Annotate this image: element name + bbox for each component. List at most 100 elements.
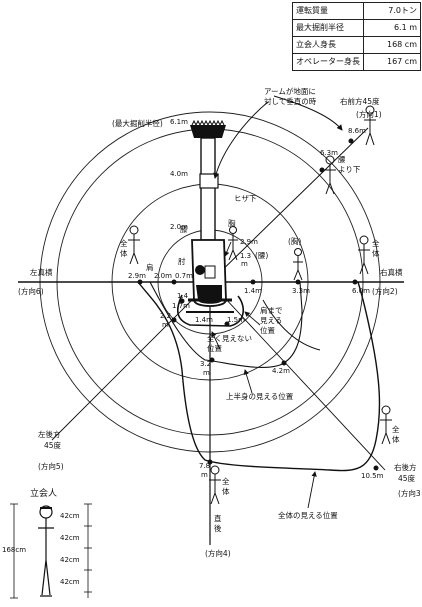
axis-right-rear xyxy=(209,281,386,471)
label-knee-down: ヒザ下 xyxy=(234,194,257,203)
point-63 xyxy=(319,167,325,173)
worker-icon xyxy=(293,248,303,281)
point-86 xyxy=(348,138,354,144)
worker-icon xyxy=(380,405,392,445)
point-29 xyxy=(137,279,143,285)
dist-3.2: 3.2 xyxy=(200,360,211,368)
axis-right-front xyxy=(209,127,369,283)
label-not-visible-1: 全く見えない xyxy=(207,333,252,343)
dist-2.0: 2.0m xyxy=(170,223,188,231)
point-33 xyxy=(295,279,301,285)
text-labels: (最大掘削半径) アームが地面に 対して垂直の時 右前方45度 (方向1) ヒザ… xyxy=(2,86,421,586)
label-seg-2: 42cm xyxy=(60,534,80,542)
point-105 xyxy=(373,465,379,471)
label-dir2: (方向2) xyxy=(372,286,398,296)
label-shoulder-vis-1: 肩まで xyxy=(260,305,283,315)
arrow-upper-body xyxy=(243,369,253,394)
worker-figures xyxy=(128,105,392,505)
dist-4.0: 4.0m xyxy=(170,170,188,178)
dist-4.2: 4.2m xyxy=(272,367,290,375)
label-full-c2: 体 xyxy=(392,434,400,444)
label-not-visible-2: 位置 xyxy=(207,343,222,353)
label-arm-note-2: 対して垂直の時 xyxy=(264,96,317,106)
label-straight-back-1: 直 xyxy=(214,513,222,523)
label-dir1: (方向1) xyxy=(356,109,382,119)
label-full-b2: 体 xyxy=(372,248,380,258)
spec-table: 運転質量 7.0トン 最大掘削半径 6.1 m 立会人身長 168 cm オペレ… xyxy=(292,2,421,71)
dist-3.2-m: m xyxy=(203,369,210,377)
arrow-shoulder xyxy=(244,311,261,326)
label-full-a2: 体 xyxy=(120,248,128,258)
label-full-d2: 体 xyxy=(222,486,230,496)
dist-10.5: 10.5m xyxy=(361,472,384,480)
label-upper-body: 上半身の見える位置 xyxy=(226,391,294,401)
upper-body-boundary xyxy=(149,281,303,368)
worker-icon xyxy=(209,465,221,505)
label-shoulder: 肩 xyxy=(146,262,154,272)
dist-m: m xyxy=(241,260,248,268)
arrow-whole-body xyxy=(307,471,317,509)
spec-row: オペレーター身長 167 cm xyxy=(292,53,421,71)
dist-6.3: 6.3m xyxy=(320,149,338,157)
label-dir5: (方向5) xyxy=(38,461,64,471)
arrow-not-visible xyxy=(211,331,221,350)
worker-icon xyxy=(364,105,376,146)
range-arc-outer xyxy=(39,111,381,283)
label-dir6: (方向6) xyxy=(18,286,44,296)
dist-2.9-chest: 2.9m xyxy=(240,238,258,246)
dist-1.5: 1.5m xyxy=(227,316,245,324)
whole-body-boundary xyxy=(137,281,381,472)
label-witness: 立会人 xyxy=(30,487,57,499)
dist-1.4-right: 1.4m xyxy=(244,287,262,295)
spec-row: 運転質量 7.0トン xyxy=(292,2,421,20)
label-chest: 胸 xyxy=(228,218,236,228)
dist-0.7: 0.7m xyxy=(175,272,193,280)
arrow-arm-vertical xyxy=(273,95,343,131)
label-height-168: 168cm xyxy=(2,546,26,554)
arrow-elbow xyxy=(224,241,232,257)
arm xyxy=(200,137,216,241)
label-waist-paren: (腰) xyxy=(255,251,268,260)
excavator xyxy=(186,119,234,313)
label-straight-back-2: 後 xyxy=(214,523,222,533)
label-elbow: 肘 xyxy=(178,257,186,266)
label-right-front-45: 右前方45度 xyxy=(340,96,380,106)
dist-1.3: 1.3 xyxy=(240,252,251,260)
witness-scale xyxy=(10,503,92,599)
label-full-b1: 全 xyxy=(372,238,380,248)
axis-left-rear xyxy=(51,281,211,441)
point-60 xyxy=(352,279,358,285)
dist-3.3: 3.3m xyxy=(292,287,310,295)
label-seg-4: 42cm xyxy=(60,578,80,586)
spec-label: オペレーター身長 xyxy=(292,53,364,71)
point-78 xyxy=(207,459,213,465)
cab-window xyxy=(204,265,216,279)
bucket-teeth xyxy=(191,119,225,127)
label-left-rear-2: 45度 xyxy=(44,440,62,450)
worker-icon xyxy=(358,235,370,275)
label-whole-body: 全体の見える位置 xyxy=(278,510,338,520)
dist-7.8: 7.8 xyxy=(199,462,210,470)
label-left-rear-1: 左後方 xyxy=(38,429,61,439)
label-waist-up-1: 腰 xyxy=(338,155,346,164)
label-seg-1: 42cm xyxy=(60,512,80,520)
label-right-rear-1: 右後方 xyxy=(394,462,417,472)
point-15 xyxy=(224,321,230,327)
point-32 xyxy=(209,357,215,363)
dist-2.2-m: m xyxy=(162,321,169,329)
label-full-c1: 全 xyxy=(392,424,400,434)
measure-points xyxy=(137,138,379,471)
point-20 xyxy=(171,279,177,285)
dist-7.8-m: m xyxy=(201,471,208,479)
label-knee: 膝 xyxy=(180,224,188,234)
label-shoulder-vis-2: 見える xyxy=(260,316,282,325)
point-22 xyxy=(171,317,177,323)
dist-2.9-left: 2.9m xyxy=(128,272,146,280)
worker-icon xyxy=(324,155,336,195)
worker-icon xyxy=(228,226,238,261)
spec-value: 167 cm xyxy=(363,53,421,71)
dist-1.4-left: 1.4 xyxy=(177,292,189,300)
label-left-side: 左真横 xyxy=(30,267,53,277)
label-full-a1: 全 xyxy=(120,238,128,248)
